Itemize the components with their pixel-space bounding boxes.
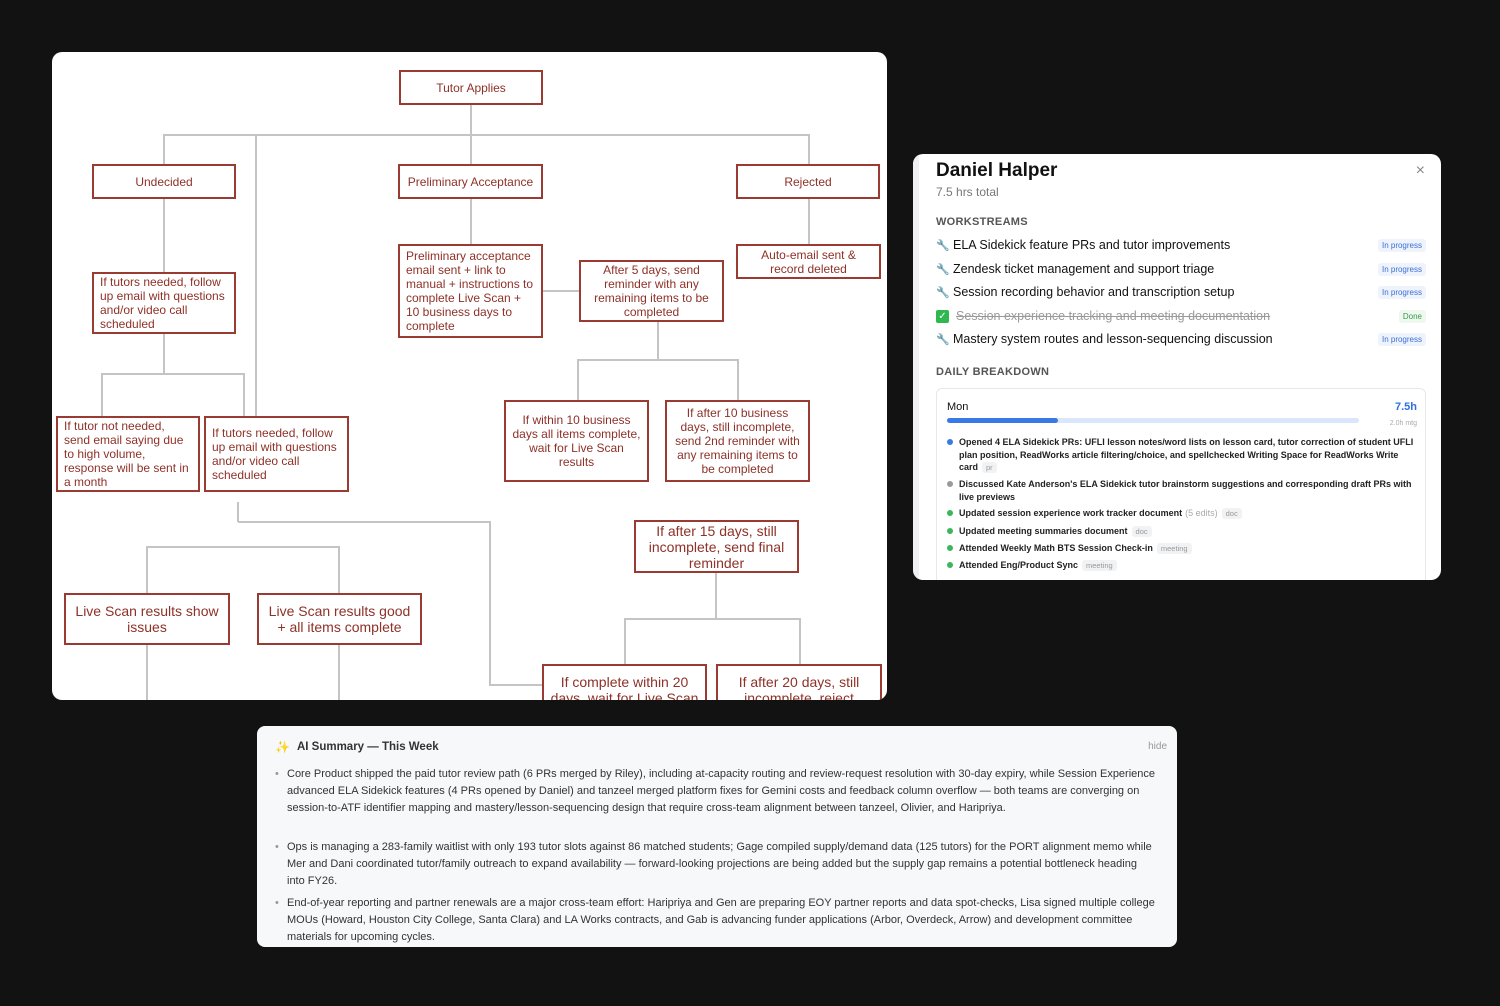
wrench-icon: 🔧 <box>936 263 950 276</box>
entry-dot <box>947 528 953 534</box>
day-hours-bar <box>947 418 1359 423</box>
entry-dot <box>947 545 953 551</box>
workstream-label: Mastery system routes and lesson-sequenc… <box>953 332 1273 346</box>
node-after-10-days: If after 10 business days, still incompl… <box>665 400 810 482</box>
summary-bullet-text: Ops is managing a 283-family waitlist wi… <box>287 841 1152 887</box>
workstream-label: ELA Sidekick feature PRs and tutor impro… <box>953 238 1231 252</box>
entry-dot <box>947 510 953 516</box>
workstream-row[interactable]: 🔧 Session recording behavior and transcr… <box>936 282 1426 302</box>
bullet-icon: • <box>275 768 279 780</box>
entry-tag: meeting <box>1082 560 1117 571</box>
entry-text: Opened 4 ELA Sidekick PRs: UFLI lesson n… <box>959 437 1414 472</box>
hide-link[interactable]: hide <box>1148 741 1167 752</box>
entry-text: Attended Eng/Product Sync <box>959 560 1079 570</box>
node-after-15-days: If after 15 days, still incomplete, send… <box>634 520 799 573</box>
entry-dot <box>947 439 953 445</box>
entry-text: Attended Weekly Math BTS Session Check-i… <box>959 543 1153 553</box>
panel-left-edge <box>913 154 919 580</box>
node-prelim-email: Preliminary acceptance email sent + link… <box>398 244 543 338</box>
entry-text: Updated session experience work tracker … <box>959 508 1183 518</box>
close-icon[interactable]: × <box>1415 162 1425 179</box>
status-badge: In progress <box>1377 332 1426 346</box>
node-after-5-days: After 5 days, send reminder with any rem… <box>579 260 724 322</box>
entry-tag: pr <box>982 462 997 473</box>
wrench-icon: 🔧 <box>936 239 950 252</box>
workstream-row[interactable]: 🔧 ELA Sidekick feature PRs and tutor imp… <box>936 235 1426 255</box>
node-needed-followup: If tutors needed, follow up email with q… <box>204 416 349 492</box>
entry-text: Discussed Kate Anderson's ELA Sidekick t… <box>959 479 1412 502</box>
wrench-icon: 🔧 <box>936 333 950 346</box>
workstreams-heading: WORKSTREAMS <box>936 216 1028 228</box>
day-hours-bar-fill <box>947 418 1059 423</box>
activity-entry: Attended Weekly Math BTS Session Check-i… <box>947 542 1417 556</box>
entry-tag: doc <box>1221 508 1242 519</box>
flowchart-connectors <box>101 105 810 700</box>
summary-header: ✨ AI Summary — This Week <box>275 740 439 754</box>
workstream-label: Zendesk ticket management and support tr… <box>953 262 1215 276</box>
workstream-label: Session experience tracking and meeting … <box>956 309 1271 323</box>
day-total-hours: 7.5h <box>1394 401 1417 413</box>
workstream-row[interactable]: 🔧 Zendesk ticket management and support … <box>936 259 1426 279</box>
bullet-icon: • <box>275 841 279 853</box>
status-badge: Done <box>1398 309 1426 323</box>
node-scan-issues: Live Scan results show issues <box>64 593 230 645</box>
entry-meta: (5 edits) <box>1185 508 1218 518</box>
node-auto-email: Auto-email sent & record deleted <box>736 244 881 279</box>
summary-bullet-text: Core Product shipped the paid tutor revi… <box>287 768 1156 814</box>
node-not-needed: If tutor not needed, send email saying d… <box>56 416 200 492</box>
node-complete-20-days: If complete within 20 days, wait for Liv… <box>542 664 707 700</box>
workstream-label: Session recording behavior and transcrip… <box>953 285 1235 299</box>
summary-bullet-text: End-of-year reporting and partner renewa… <box>287 897 1155 943</box>
workstream-row[interactable]: ✓ Session experience tracking and meetin… <box>936 306 1426 326</box>
person-detail-panel: Daniel Halper 7.5 hrs total × WORKSTREAM… <box>913 154 1441 580</box>
node-rejected: Rejected <box>736 164 880 199</box>
status-badge: In progress <box>1377 238 1426 252</box>
summary-bullet: • End-of-year reporting and partner rene… <box>275 895 1155 946</box>
person-name: Daniel Halper <box>936 160 1058 181</box>
person-hours-total: 7.5 hrs total <box>936 185 999 199</box>
day-name: Mon <box>947 401 969 413</box>
status-badge: In progress <box>1377 262 1426 276</box>
node-after-20-days: If after 20 days, still incomplete, reje… <box>716 664 882 700</box>
status-badge: In progress <box>1377 285 1426 299</box>
flowchart-card: Tutor Applies Undecided Preliminary Acce… <box>52 52 887 700</box>
node-undecided-followup: If tutors needed, follow up email with q… <box>92 272 236 334</box>
summary-bullet: • Core Product shipped the paid tutor re… <box>275 766 1155 817</box>
entry-text: Updated meeting summaries document <box>959 526 1128 536</box>
wrench-icon: 🔧 <box>936 286 950 299</box>
day-card[interactable]: Mon 7.5h 2.0h mtg Opened 4 ELA Sidekick … <box>936 388 1426 580</box>
entry-dot <box>947 481 953 487</box>
activity-entry: Opened 4 ELA Sidekick PRs: UFLI lesson n… <box>947 436 1417 475</box>
checkbox-icon: ✓ <box>936 309 949 323</box>
activity-entry: Discussed Kate Anderson's ELA Sidekick t… <box>947 478 1417 503</box>
workstream-row[interactable]: 🔧 Mastery system routes and lesson-seque… <box>936 329 1426 349</box>
entry-dot <box>947 562 953 568</box>
entry-tag: doc <box>1131 526 1152 537</box>
activity-entry: Updated session experience work tracker … <box>947 507 1417 521</box>
daily-breakdown-heading: DAILY BREAKDOWN <box>936 366 1050 378</box>
node-within-10-days: If within 10 business days all items com… <box>504 400 649 482</box>
bullet-icon: • <box>275 897 279 909</box>
node-tutor-applies: Tutor Applies <box>399 70 543 105</box>
sparkle-icon: ✨ <box>275 740 290 754</box>
summary-title: AI Summary — This Week <box>296 741 439 753</box>
node-undecided: Undecided <box>92 164 236 199</box>
node-scan-good: Live Scan results good + all items compl… <box>257 593 422 645</box>
ai-summary-card: ✨ AI Summary — This Week hide • Core Pro… <box>257 726 1177 947</box>
summary-bullet: • Ops is managing a 283-family waitlist … <box>275 839 1155 890</box>
entry-tag: meeting <box>1156 543 1192 554</box>
day-meeting-hours: 2.0h mtg <box>1389 420 1417 427</box>
node-preliminary-acceptance: Preliminary Acceptance <box>398 164 543 199</box>
